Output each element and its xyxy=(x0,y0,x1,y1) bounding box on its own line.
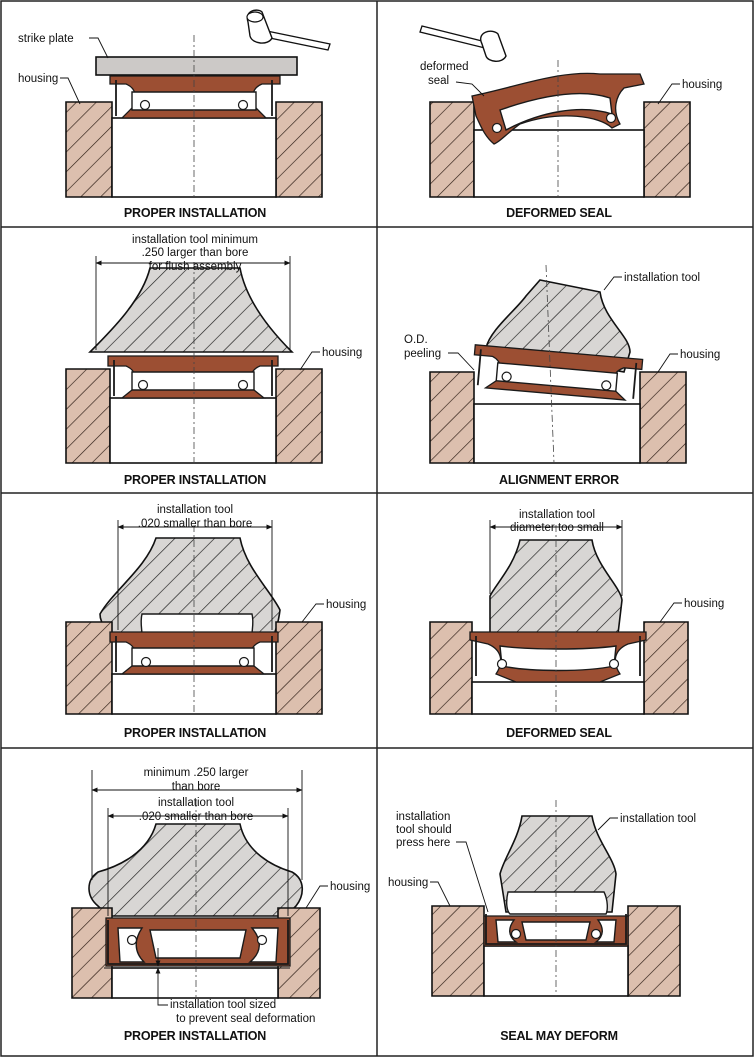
housing-leader xyxy=(299,351,320,371)
strike-plate-leader xyxy=(89,37,109,59)
housing-label: housing xyxy=(682,79,722,91)
press-here-label-3: press here xyxy=(396,837,450,849)
installation-tool-label: installation tool xyxy=(620,813,696,825)
hammer-icon xyxy=(419,25,507,62)
panel-caption: PROPER INSTALLATION xyxy=(124,1029,266,1043)
tool-size-label-1: installation tool xyxy=(158,797,234,809)
strike-plate-label: strike plate xyxy=(18,33,74,45)
strike-plate xyxy=(95,56,298,76)
tool-sized-label-2: to prevent seal deformation xyxy=(176,1013,315,1025)
housing-left xyxy=(65,621,113,715)
housing-left xyxy=(429,101,475,198)
housing-right xyxy=(643,621,689,715)
housing-leader xyxy=(659,602,682,623)
housing-right xyxy=(275,621,323,715)
housing-label: housing xyxy=(326,599,366,611)
housing-label: housing xyxy=(684,598,724,610)
panel-8: installation tool installation tool shou… xyxy=(388,800,696,1043)
min-size-label-1: minimum .250 larger xyxy=(144,767,249,779)
od-peeling-label-2: peeling xyxy=(404,348,441,360)
deformed-seal-leader xyxy=(455,81,485,97)
panel-caption: SEAL MAY DEFORM xyxy=(500,1029,618,1043)
housing-left xyxy=(431,905,485,997)
lip-seal xyxy=(105,917,291,967)
od-peeling-leader xyxy=(448,352,475,371)
installation-tool xyxy=(88,267,294,353)
housing-left xyxy=(65,101,113,198)
press-here-leader xyxy=(456,841,489,913)
deformed-seal xyxy=(469,631,647,683)
tilted-seal xyxy=(473,344,644,401)
tool-size-label-3: for flush assembly xyxy=(149,261,242,273)
lip-seal xyxy=(109,631,279,675)
housing-leader xyxy=(301,603,324,623)
housing-label: housing xyxy=(388,877,428,889)
panel-caption: PROPER INSTALLATION xyxy=(124,473,266,487)
installation-tool xyxy=(99,537,281,635)
panel-caption: DEFORMED SEAL xyxy=(506,726,612,740)
housing-right xyxy=(275,368,323,464)
panel-caption: PROPER INSTALLATION xyxy=(124,206,266,220)
housing-label: housing xyxy=(680,349,720,361)
panel-2: deformed seal housing DEFORMED SEAL xyxy=(419,25,722,220)
panel-caption: DEFORMED SEAL xyxy=(506,206,612,220)
tool-size-label-2: .020 smaller than bore xyxy=(138,518,252,530)
housing-left xyxy=(429,371,475,464)
panel-1: strike plate housing PROPER INSTALLATION xyxy=(18,9,331,220)
hammer-icon xyxy=(246,9,331,51)
press-here-label-1: installation xyxy=(396,811,450,823)
min-size-label-2: than bore xyxy=(172,781,221,793)
lip-seal xyxy=(109,75,281,119)
deformed-seal-label-1: deformed xyxy=(420,61,469,73)
bore xyxy=(473,403,641,464)
installation-tool-label: installation tool xyxy=(624,272,700,284)
panel-5: installation tool .020 smaller than bore… xyxy=(65,504,366,740)
tool-size-label-1: installation tool xyxy=(519,509,595,521)
housing-right xyxy=(627,905,681,997)
tool-size-label-1: installation tool minimum xyxy=(132,234,258,246)
housing-leader xyxy=(657,353,678,373)
panel-4: installation tool O.D. peeling housing A… xyxy=(404,264,720,487)
press-here-label-2: tool should xyxy=(396,824,452,836)
lip-seal xyxy=(107,355,279,399)
housing-label: housing xyxy=(322,347,362,359)
housing-left xyxy=(429,621,473,715)
panel-6: installation tool diameter too small hou… xyxy=(429,509,724,740)
housing-leader xyxy=(430,881,451,907)
deformed-seal-label-2: seal xyxy=(428,75,449,87)
panel-7: minimum .250 larger than bore installati… xyxy=(71,767,370,1043)
housing-leader xyxy=(305,885,328,909)
housing-right xyxy=(643,101,691,198)
panel-caption: PROPER INSTALLATION xyxy=(124,726,266,740)
bore xyxy=(109,397,277,464)
bore xyxy=(111,967,279,999)
tool-size-label-1: installation tool xyxy=(157,504,233,516)
tool-size-label-2: .020 smaller than bore xyxy=(139,811,253,823)
od-peeling-label-1: O.D. xyxy=(404,334,428,346)
installation-tool-leader xyxy=(603,276,622,291)
panel-caption: ALIGNMENT ERROR xyxy=(499,473,619,487)
tool-size-label-2: .250 larger than bore xyxy=(142,247,249,259)
housing-left xyxy=(65,368,111,464)
tool-size-label-2: diameter too small xyxy=(510,522,604,534)
installation-tool xyxy=(499,815,617,915)
installation-tool-leader xyxy=(597,817,618,831)
housing-leader xyxy=(657,83,680,105)
tool-sized-label-1: installation tool sized xyxy=(170,999,276,1011)
housing-right xyxy=(639,371,687,464)
housing-leader xyxy=(60,77,81,105)
bore xyxy=(471,681,645,715)
housing-label: housing xyxy=(18,73,58,85)
bore xyxy=(473,129,645,198)
centerline xyxy=(545,264,555,464)
housing-right xyxy=(275,101,323,198)
panel-3: installation tool minimum .250 larger th… xyxy=(65,234,362,487)
housing-label: housing xyxy=(330,881,370,893)
tool-sized-leader xyxy=(157,1000,168,1006)
